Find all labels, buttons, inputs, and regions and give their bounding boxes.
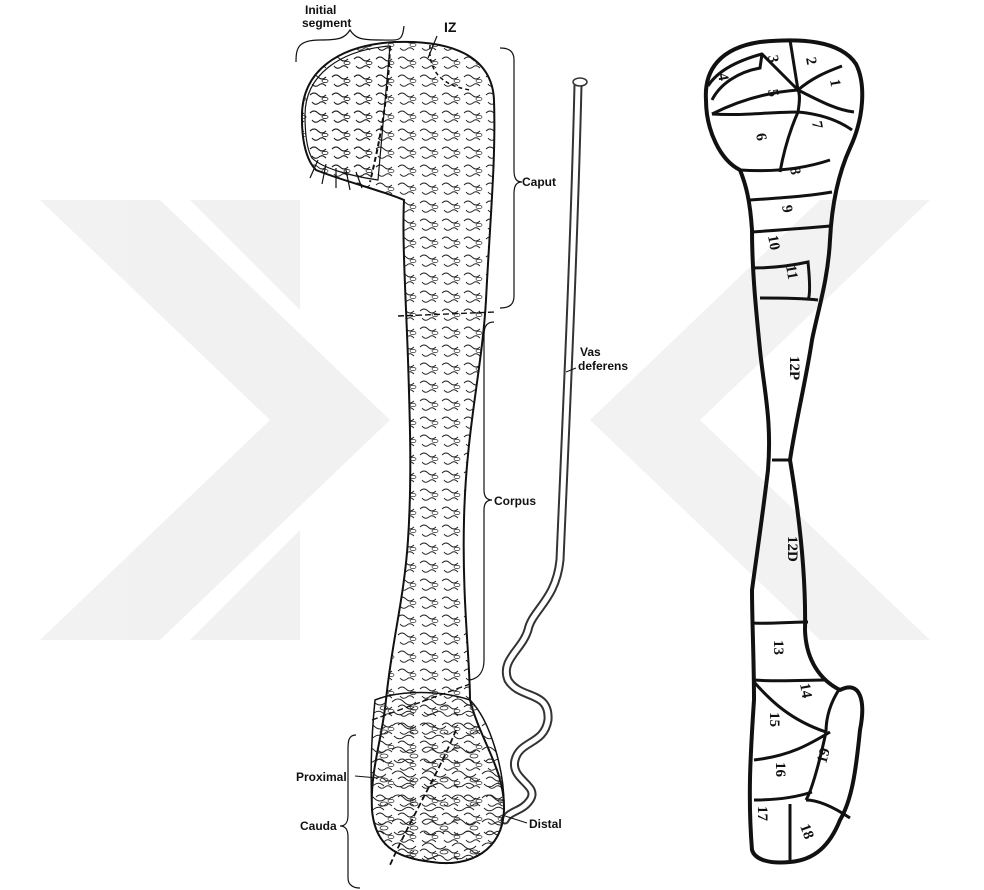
segment-label-13: 13	[770, 640, 786, 655]
vas-deferens-label-2: deferens	[578, 359, 628, 373]
corpus-label: Corpus	[494, 494, 536, 508]
segment-label-12p: 12P	[786, 356, 802, 380]
vas-deferens-label-1: Vas	[580, 345, 601, 359]
segment-label-5: 5	[764, 88, 781, 98]
segment-label-11: 11	[782, 264, 800, 281]
iz-label: IZ	[444, 19, 457, 35]
segment-label-15: 15	[766, 712, 782, 727]
segment-label-10: 10	[764, 234, 782, 252]
segment-label-18: 18	[796, 822, 816, 842]
proximal-label: Proximal	[296, 770, 347, 784]
segment-label-6: 6	[752, 132, 769, 143]
segment-label-12d: 12D	[784, 536, 800, 562]
initial-segment-label-1: Initial	[305, 3, 336, 17]
segment-label-9: 9	[778, 204, 795, 214]
cauda-label: Cauda	[300, 819, 337, 833]
cauda-brace	[340, 735, 360, 888]
segment-labels: 1 2 3 4 5 6 7 8 9 10 11 12P 12D 13 14 15…	[714, 54, 843, 842]
caput-brace	[500, 48, 522, 308]
segment-label-14: 14	[796, 682, 814, 700]
segment-label-2: 2	[802, 56, 819, 66]
initial-segment-label-2: segment	[302, 16, 351, 30]
segment-label-7: 7	[808, 120, 825, 131]
caput-label: Caput	[522, 175, 556, 189]
segment-label-1: 1	[826, 78, 843, 88]
segment-label-3: 3	[764, 54, 781, 64]
segment-label-16: 16	[772, 762, 788, 778]
segment-label-19: 19	[814, 746, 833, 765]
segment-label-17: 17	[754, 806, 770, 822]
distal-label: Distal	[529, 817, 562, 831]
segment-label-8: 8	[786, 166, 803, 176]
